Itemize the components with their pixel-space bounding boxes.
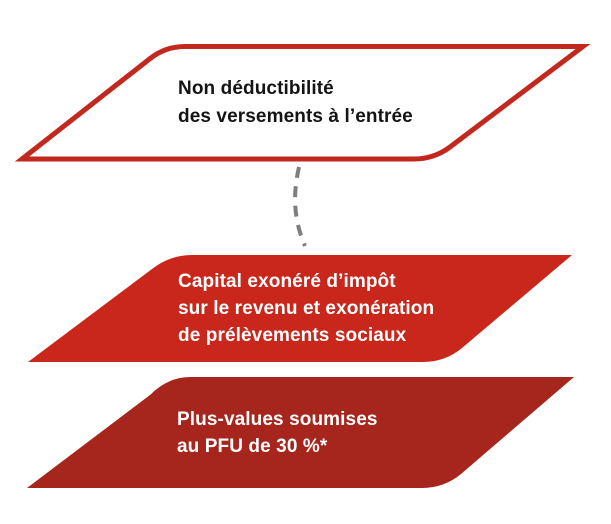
text-line: sur le revenu et exonération: [178, 298, 435, 319]
box-capital-exonere-shape: [28, 255, 572, 362]
text-line: Capital exonéré d’impôt: [178, 271, 396, 292]
text-line: de prélèvements sociaux: [178, 325, 407, 346]
box-non-deductibilite-label: Non déductibilité des versements à l’ent…: [178, 75, 413, 130]
text-line: des versements à l’entrée: [178, 105, 413, 127]
text-line: au PFU de 30 %*: [177, 436, 328, 457]
box-plus-values-label: Plus-values soumises au PFU de 30 %*: [177, 406, 378, 460]
text-line: Non déductibilité: [178, 78, 334, 99]
text-line: Plus-values soumises: [177, 409, 378, 430]
box-non-deductibilite-shape: [14, 44, 591, 162]
box-capital-exonere-label: Capital exonéré d’impôt sur le revenu et…: [178, 268, 434, 349]
box-plus-values-shape: [27, 377, 574, 488]
connector-dashed-line: [293, 166, 307, 247]
